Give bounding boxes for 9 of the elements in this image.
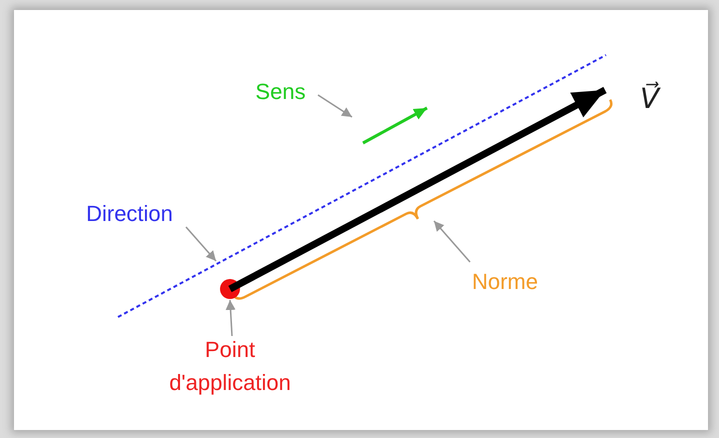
application-point-label: Point d'application — [150, 333, 310, 399]
magnitude-label: Norme — [454, 265, 556, 298]
direction-label: Direction — [62, 197, 197, 230]
leader-line — [185, 226, 217, 262]
leader-line — [433, 220, 471, 262]
leader-line — [318, 94, 352, 118]
sense-label: Sens — [243, 75, 318, 108]
leader-line — [226, 300, 236, 336]
vector-symbol: V⃗ — [640, 82, 660, 115]
